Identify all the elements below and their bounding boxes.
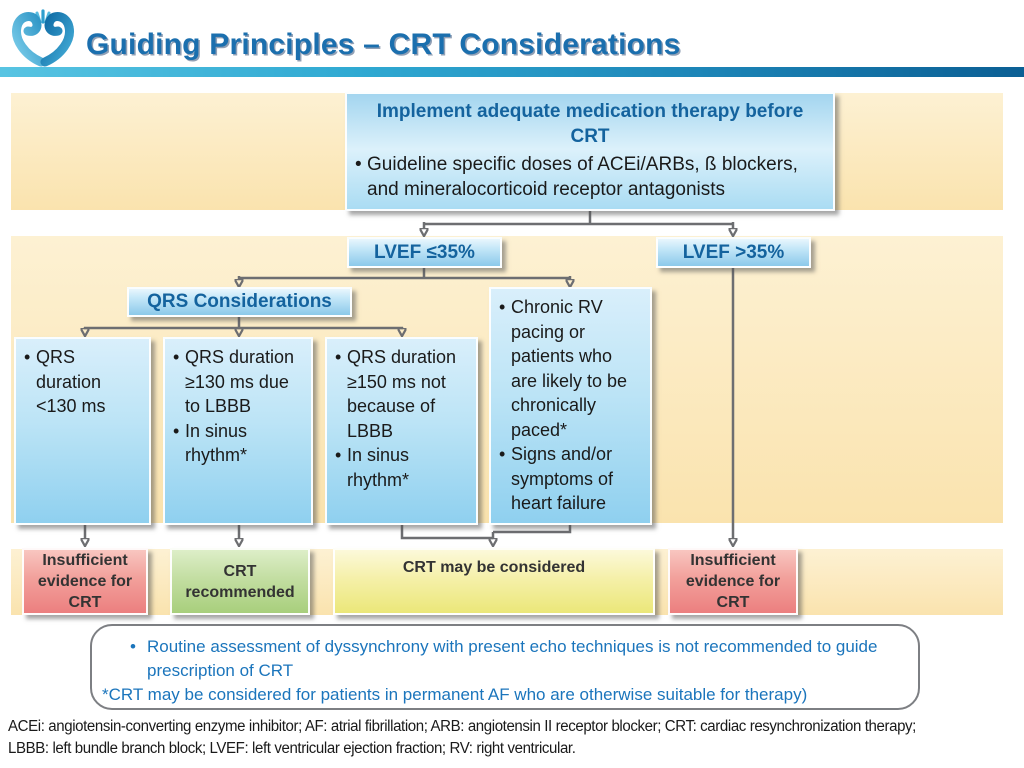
bullet-item: Signs and/or symptoms of heart failure: [499, 442, 642, 516]
outcome-crt-may-be-considered: CRT may be considered: [333, 548, 655, 615]
lvef-gt35-box: LVEF >35%: [656, 237, 811, 268]
bullet-item: In sinus rhythm*: [173, 419, 303, 468]
heart-flame-logo-icon: [12, 9, 74, 67]
abbreviations: ACEi: angiotensin-converting enzyme inhi…: [8, 716, 990, 760]
outcome-insufficient-evidence-right: Insufficient evidence for CRT: [668, 548, 798, 615]
bullet-item: Guideline specific doses of ACEi/ARBs, ß…: [355, 152, 825, 202]
footnote-box: Routine assessment of dyssynchrony with …: [90, 624, 920, 710]
lvef-le35-box: LVEF ≤35%: [347, 237, 502, 268]
medication-therapy-title: Implement adequate medication therapy be…: [376, 101, 804, 147]
footnote-bullet: Routine assessment of dyssynchrony with …: [100, 635, 898, 683]
criteria-box-qrs-lt130: QRS duration <130 ms: [14, 337, 151, 525]
outcome-crt-recommended: CRT recommended: [170, 548, 310, 615]
bullet-item: QRS duration ≥130 ms due to LBBB: [173, 345, 303, 419]
medication-therapy-bullets: Guideline specific doses of ACEi/ARBs, ß…: [355, 152, 825, 202]
medication-therapy-box: Implement adequate medication therapy be…: [345, 92, 835, 211]
page-title: Guiding Principles – CRT Considerations: [86, 28, 681, 61]
abbreviations-line2: LBBB: left bundle branch block; LVEF: le…: [8, 740, 576, 757]
abbreviations-line1: ACEi: angiotensin-converting enzyme inhi…: [8, 718, 916, 735]
qrs-considerations-box: QRS Considerations: [127, 287, 352, 317]
criteria-box-qrs-ge150: QRS duration ≥150 ms not because of LBBB…: [325, 337, 478, 525]
outcome-insufficient-evidence-left: Insufficient evidence for CRT: [22, 548, 148, 615]
criteria-box-chronic-rv-pacing: Chronic RV pacing or patients who are li…: [489, 287, 652, 525]
bullet-item: In sinus rhythm*: [335, 443, 468, 492]
title-divider-bar: [0, 67, 1024, 77]
bullet-item: QRS duration <130 ms: [24, 345, 141, 419]
bullet-item: Chronic RV pacing or patients who are li…: [499, 295, 642, 442]
footnote-asterisk: *CRT may be considered for patients in p…: [102, 685, 808, 704]
bullet-item: QRS duration ≥150 ms not because of LBBB: [335, 345, 468, 443]
criteria-box-qrs-ge130-lbbb: QRS duration ≥130 ms due to LBBBIn sinus…: [163, 337, 313, 525]
